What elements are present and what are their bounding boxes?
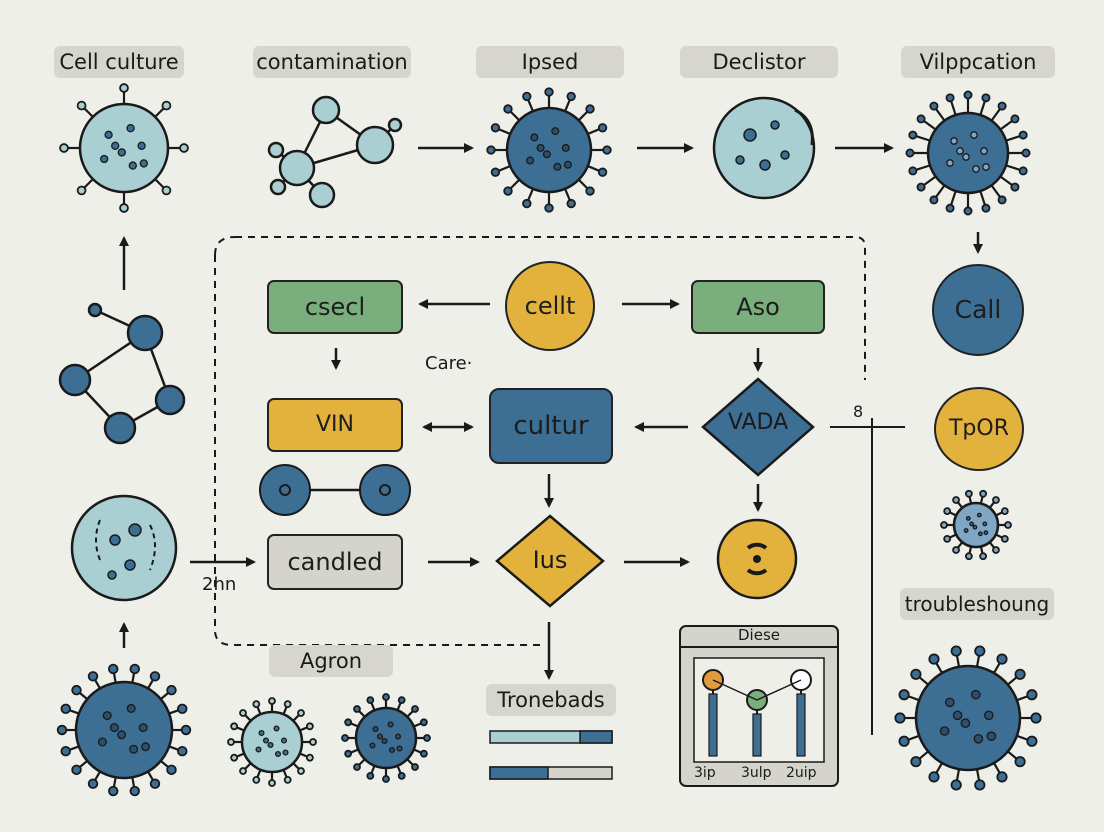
dot-plot-bar [752, 713, 762, 757]
node-vada-shape [701, 377, 815, 477]
label-cell-culture: Cell culture [54, 46, 184, 78]
virus-bottom-left-icon [56, 663, 192, 797]
culture-cell-icon [70, 494, 178, 602]
declistor-cell-icon [712, 96, 816, 200]
node-ius-shape [495, 514, 605, 608]
dot-plot-category: 2uip [786, 765, 817, 781]
annotation-eight: 8 [853, 402, 864, 421]
node-vada: VADA [727, 410, 789, 435]
tronebads-bars [489, 730, 613, 780]
label-contamination: contamination [253, 46, 411, 78]
node-tpor: TpOR [934, 387, 1024, 471]
target-circle-icon [716, 518, 798, 600]
molecule-contamination-icon [267, 95, 403, 209]
dot-plot-bar [708, 693, 718, 757]
dashed-region-outline [214, 236, 866, 646]
virus-agron-left-icon [227, 697, 317, 787]
dot-plot-panel [679, 625, 839, 787]
virus-vilppcation-icon [905, 90, 1031, 216]
label-tronebads: Tronebads [486, 684, 616, 716]
node-vin: VIN [267, 398, 403, 452]
dot-plot-category: 3ulp [741, 765, 772, 781]
annotation-care: Care· [425, 353, 473, 374]
label-agron: Agron [269, 645, 393, 677]
node-aso: Aso [691, 280, 825, 334]
dot-plot-link [756, 679, 802, 701]
node-call: Call [932, 264, 1024, 356]
dot-plot-title: Diese [738, 626, 780, 644]
dot-plot-link [712, 679, 758, 701]
virus-bottom-right-icon [894, 645, 1042, 791]
annotation-2hr: 2hո [202, 574, 237, 595]
node-ius: Ius [532, 546, 568, 574]
label-troubleshoung: troubleshoung [900, 588, 1054, 620]
dot-plot-category: 3ip [694, 765, 716, 781]
virus-agron-right-icon [341, 693, 431, 783]
virus-cell-culture-icon [59, 83, 189, 213]
dumbbell-connector [259, 464, 411, 516]
node-cellt: cellt [505, 261, 595, 351]
virus-ipsed-icon [486, 87, 612, 213]
virus-small-right-icon [940, 489, 1012, 561]
node-cultur: cultur [489, 388, 613, 464]
molecule-network-icon [58, 302, 186, 445]
label-vilppcation: Vilppcation [901, 46, 1055, 78]
label-ipsed: Ipsed [476, 46, 624, 78]
node-csecl: csecl [267, 280, 403, 334]
dot-plot-bar [796, 693, 806, 757]
right-connector-line [830, 418, 905, 735]
node-candled: candled [267, 534, 403, 590]
label-declistor: Declistor [680, 46, 838, 78]
